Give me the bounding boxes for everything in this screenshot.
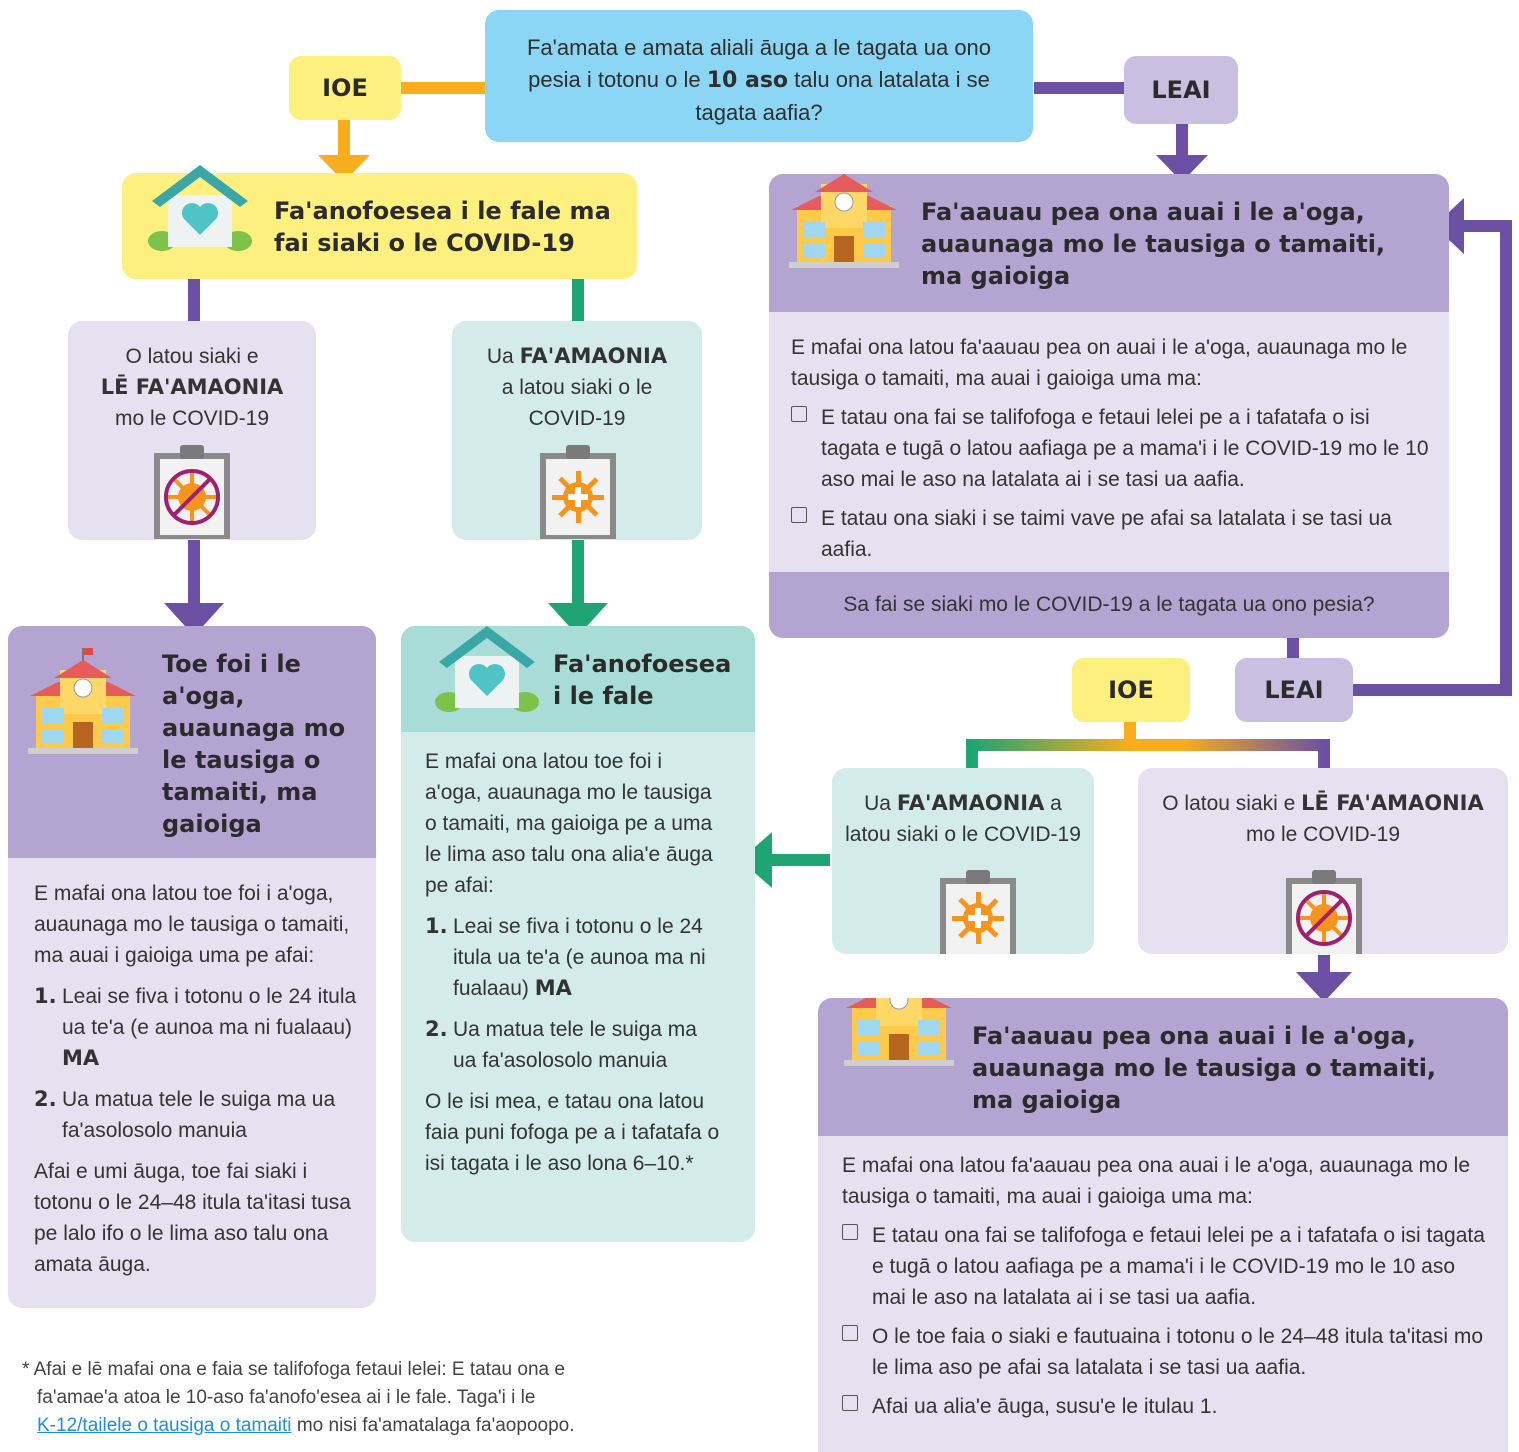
continue-bottom-title: Fa'aauau pea ona auai i le a'oga, auauna… (972, 1022, 1437, 1114)
test-question-bar: Sa fai se siaki mo le COVID-19 a le taga… (769, 572, 1449, 638)
checkbox-icon (842, 1395, 858, 1411)
continue-top-intro: E mafai ona latou fa'aauau pea on auai i… (791, 336, 1408, 390)
checkbox-icon (842, 1224, 858, 1240)
continue-bottom-intro: E mafai ona latou fa'aauau pea ona auai … (842, 1154, 1471, 1208)
return-conditions-list: 1.Leai se fiva i totonu o le 24 itula ua… (34, 981, 364, 1146)
house-heart-icon (148, 165, 252, 251)
return-outro: Afai e umi āuga, toe fai siaki i totonu … (34, 1160, 351, 1276)
footnote: * Afai e lē mafai ona e faia se talifofo… (22, 1356, 762, 1440)
yes-pill-top: IOE (289, 56, 401, 120)
isolate-and-test-box: Fa'anofoesea i le fale ma fai siaki o le… (122, 165, 637, 279)
school-icon (844, 998, 954, 1066)
continue-top-checklist: E tatau ona fai se talifofoga e fetaui l… (791, 402, 1431, 565)
isolate-and-test-title: Fa'anofoesea i le fale ma fai siaki o le… (274, 197, 611, 257)
footnote-line1: * Afai e lē mafai ona e faia se talifofo… (22, 1359, 565, 1380)
isolate-conditions-list: 1.Leai se fiva i totonu o le 24 itula ua… (425, 911, 725, 1076)
no-pill-top: LEAI (1124, 56, 1238, 124)
pos-left-bold: FA'AMAONIA (519, 344, 668, 368)
virus-clipboard-icon (540, 445, 616, 539)
no-virus-clipboard-icon (1286, 870, 1362, 954)
positive-result-box-right: Ua FA'AMAONIA a latou siaki o le COVID-1… (832, 768, 1094, 954)
footnote-link[interactable]: K-12/tailele o tausiga o tamaiti (37, 1415, 292, 1436)
start-question-box: Fa'amata e amata aliali āuga a le tagata… (485, 10, 1033, 142)
question-pre: Fa'amata e amata aliali āuga a le tagata… (526, 35, 992, 92)
no-pill-mid: LEAI (1235, 658, 1353, 722)
isolate-intro: E mafai ona latou toe foi i a'oga, auaun… (425, 750, 713, 897)
positive-result-box-left: Ua FA'AMAONIA a latou siaki o le COVID-1… (452, 321, 702, 540)
isolate-at-home-box: Fa'anofoesea i le fale E mafai ona latou… (401, 626, 755, 1242)
neg-left-line3: mo le COVID-19 (114, 407, 270, 430)
house-heart-icon (435, 626, 539, 712)
virus-clipboard-icon (940, 870, 1016, 954)
checkbox-icon (791, 406, 807, 422)
neg-right-post: mo le COVID-19 (1245, 823, 1401, 846)
test-question-text: Sa fai se siaki mo le COVID-19 a le taga… (843, 593, 1375, 616)
pos-right-post: latou siaki o le COVID-19 (845, 823, 1081, 846)
yes-pill-mid: IOE (1072, 658, 1190, 722)
school-icon (28, 648, 138, 754)
list-item: E tatau ona fai se talifofoga e fetaui l… (842, 1220, 1492, 1313)
continue-top-title: Fa'aauau pea ona auai i le a'oga, auauna… (921, 198, 1386, 290)
negative-result-box-right: O latou siaki e LĒ FA'AMAONIA mo le COVI… (1138, 768, 1508, 954)
isolate-title: Fa'anofoesea i le fale (553, 650, 732, 710)
pos-right-pre: Ua (864, 792, 897, 815)
pos-left-pre: Ua (486, 345, 520, 368)
continue-attending-box-bottom: Fa'aauau pea ona auai i le a'oga, auauna… (818, 998, 1508, 1452)
negative-result-box-left: O latou siaki e LĒ FA'AMAONIA mo le COVI… (68, 321, 316, 540)
list-item: E tatau ona siaki i se taimi vave pe afa… (791, 503, 1431, 565)
list-item: E tatau ona fai se talifofoga e fetaui l… (791, 402, 1431, 495)
school-icon (789, 174, 899, 268)
list-item: 2.Ua matua tele le suiga ma ua fa'asolos… (34, 1087, 336, 1142)
question-bold: 10 aso (706, 68, 789, 93)
list-item: 1.Leai se fiva i totonu o le 24 itula ua… (425, 914, 706, 1000)
return-to-school-box: Toe foi i le a'oga, auaunaga mo le tausi… (8, 626, 376, 1308)
checkbox-icon (842, 1325, 858, 1341)
checkbox-icon (791, 507, 807, 523)
neg-right-pre: O latou siaki e (1162, 792, 1302, 815)
list-item: Afai ua alia'e āuga, susu'e le itulau 1. (842, 1391, 1492, 1422)
no-virus-clipboard-icon (154, 445, 230, 539)
footnote-line3: mo nisi fa'amatalaga fa'aopoopo. (291, 1415, 575, 1436)
isolate-outro: O le isi mea, e tatau ona latou faia pun… (425, 1090, 720, 1175)
list-item: 1.Leai se fiva i totonu o le 24 itula ua… (34, 984, 357, 1070)
pos-left-post: a latou siaki o le COVID-19 (501, 376, 653, 430)
pos-right-bold: FA'AMAONIA (896, 791, 1045, 815)
neg-right-bold: LĒ FA'AMAONIA (1301, 791, 1484, 815)
return-title: Toe foi i le a'oga, auaunaga mo le tausi… (162, 650, 346, 838)
list-item: 2.Ua matua tele le suiga ma ua fa'asolos… (425, 1017, 697, 1072)
neg-left-bold: LĒ FA'AMAONIA (100, 375, 284, 399)
return-intro: E mafai ona latou toe foi i a'oga, auaun… (34, 882, 350, 967)
neg-left-line1: O latou siaki e (125, 345, 259, 368)
list-item: O le toe faia o siaki e fautuaina i toto… (842, 1321, 1492, 1383)
continue-bottom-checklist: E tatau ona fai se talifofoga e fetaui l… (842, 1220, 1492, 1422)
footnote-line2: fa'amae'a atoa le 10-aso fa'anofo'esea a… (37, 1387, 536, 1408)
question-post: talu ona latalata i se tagata aafia? (695, 67, 990, 125)
continue-attending-box-top: Fa'aauau pea ona auai i le a'oga, auauna… (769, 174, 1449, 638)
